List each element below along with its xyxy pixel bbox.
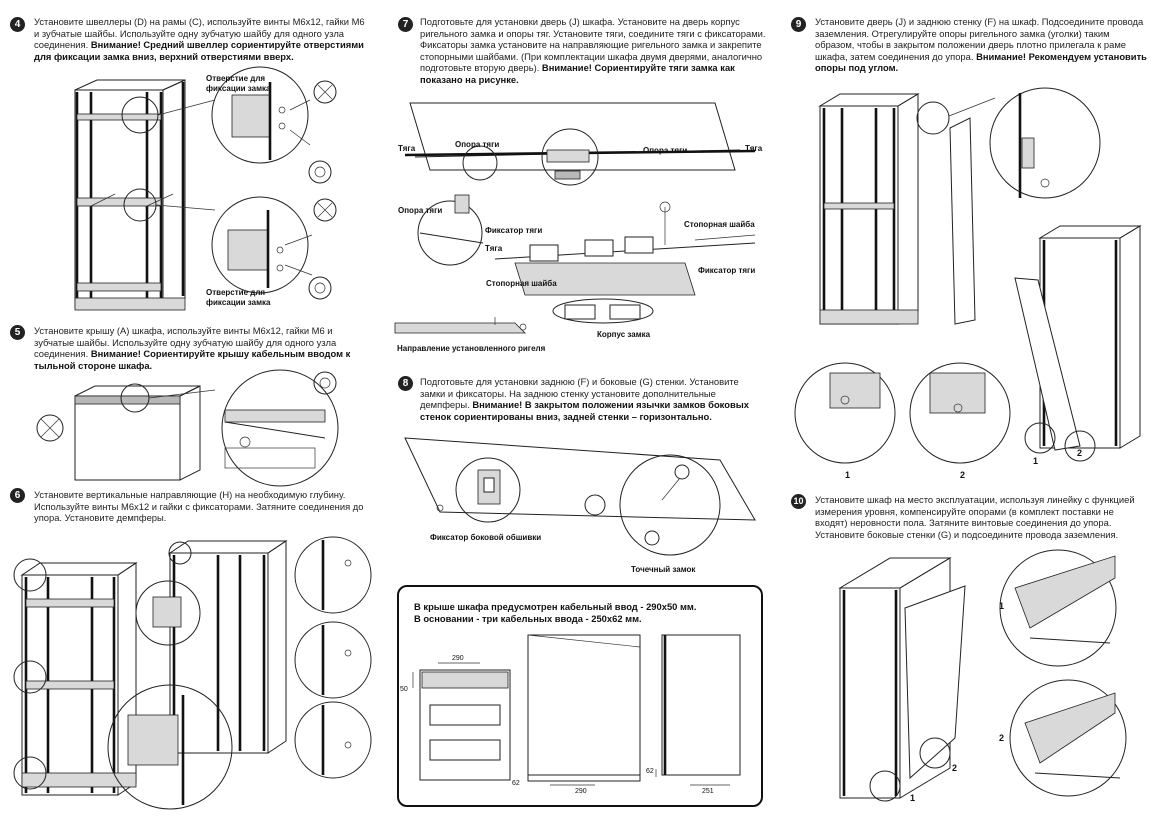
step-9-door-install-drawing: [794, 87, 1142, 464]
cable-dim-251: 251: [702, 788, 714, 795]
step-8-instruction: Подготовьте для установки заднюю (F) и б…: [420, 376, 739, 411]
step-9-text: Установите дверь (J) и заднюю стенку (F)…: [815, 16, 1148, 74]
step-7-door-drawing: [394, 102, 756, 334]
step-4-detail-circles: [121, 66, 337, 300]
step-5-number: 5: [10, 325, 25, 340]
step-8-warning: Внимание! В закрытом положении язычки за…: [420, 399, 749, 422]
step-4-warning: Внимание! Средний швеллер сориентируйте …: [34, 39, 364, 62]
step-10-number: 10: [791, 494, 806, 509]
step-7-label-rod-small: Тяга: [485, 244, 503, 253]
step-7-warning: Внимание! Сориентируйте тяги замка как п…: [420, 62, 735, 85]
cable-dim-290-bottom: 290: [575, 788, 587, 795]
step-5-roof-drawing: [36, 369, 339, 487]
step-10-text: Установите шкаф на место эксплуатации, и…: [815, 494, 1135, 540]
step-9-label-1b: 1: [1033, 456, 1039, 466]
step-9-number: 9: [791, 17, 806, 32]
cable-entry-box: [397, 585, 763, 807]
step-9-label-1a: 1: [845, 470, 851, 480]
step-7-label-rod-right: Тяга: [745, 144, 763, 153]
cable-entry-line-2: В основании - три кабельных ввода - 250х…: [414, 612, 642, 624]
step-8-wall-drawing: [404, 437, 756, 556]
step-7-text: Подготовьте для установки дверь (J) шкаф…: [420, 16, 766, 86]
step-9-label-2a: 2: [960, 470, 966, 480]
cable-entry-drawings: [412, 634, 741, 786]
step-6-number: 6: [10, 488, 25, 503]
step-10-label-2a: 2: [999, 733, 1005, 743]
step-7-instruction: Подготовьте для установки дверь (J) шкаф…: [420, 16, 766, 74]
step-7-label-rod-support-3: Опора тяги: [398, 206, 443, 215]
cable-dim-50: 50: [400, 686, 408, 693]
cable-entry-line-1: В крыше шкафа предусмотрен кабельный вво…: [414, 601, 697, 612]
step-4-label-hole-bottom: Отверстие для фиксации замка: [206, 288, 271, 307]
step-10-label-2b: 2: [952, 763, 958, 773]
step-8-number: 8: [398, 376, 413, 391]
step-5-instruction: Установите крышу (A) шкафа, используйте …: [34, 325, 337, 360]
step-7-label-rod-support-2: Опора тяги: [643, 146, 688, 155]
step-4-text: Установите швеллеры (D) на рамы (C), исп…: [34, 16, 370, 62]
step-10-label-1a: 1: [999, 601, 1005, 611]
step-9-warning: Внимание! Рекомендуем установить опоры п…: [815, 50, 1147, 74]
step-8-text: Подготовьте для установки заднюю (F) и б…: [420, 376, 766, 422]
step-4-label-hole-top: Отверстие для фиксации замка: [206, 74, 271, 93]
cable-dim-62: 62: [512, 780, 520, 787]
step-9-label-2b: 2: [1077, 448, 1083, 458]
step-7-label-rod-left: Тяга: [398, 144, 416, 153]
cable-dim-62-right: 62: [646, 768, 654, 775]
step-8-label-point-lock: Точечный замок: [631, 565, 696, 574]
step-7-label-lock-washer-1: Стопорная шайба: [684, 220, 755, 229]
step-7-label-rod-fixator-1: Фиксатор тяги: [485, 226, 543, 235]
step-5-text: Установите крышу (A) шкафа, используйте …: [34, 325, 370, 371]
cable-dim-290-top: 290: [452, 655, 464, 662]
step-4-frame-drawing: [74, 79, 186, 311]
step-9-instruction: Установите дверь (J) и заднюю стенку (F)…: [815, 16, 1144, 62]
step-6-guides-drawing: [13, 536, 372, 810]
step-6-text: Установите вертикальные направляющие (H)…: [34, 489, 364, 524]
step-8-label-side-fixator: Фиксатор боковой обшивки: [430, 533, 542, 542]
step-10-final-drawing: [838, 549, 1127, 802]
step-4-number: 4: [10, 17, 25, 32]
step-5-warning: Внимание! Сориентируйте крышу кабельным …: [34, 348, 351, 371]
step-10-label-1b: 1: [910, 793, 916, 803]
step-7-label-rod-support-1: Опора тяги: [455, 140, 500, 149]
step-7-label-direction: Направление установленного ригеля: [397, 344, 546, 353]
step-7-label-lock-body: Корпус замка: [597, 330, 651, 339]
step-7-number: 7: [398, 17, 413, 32]
step-4-instruction: Установите швеллеры (D) на рамы (C), исп…: [34, 16, 365, 51]
step-7-label-lock-washer-2: Стопорная шайба: [486, 279, 557, 288]
step-7-label-rod-fixator-2: Фиксатор тяги: [698, 266, 756, 275]
cable-entry-text: В крыше шкафа предусмотрен кабельный вво…: [414, 601, 754, 624]
